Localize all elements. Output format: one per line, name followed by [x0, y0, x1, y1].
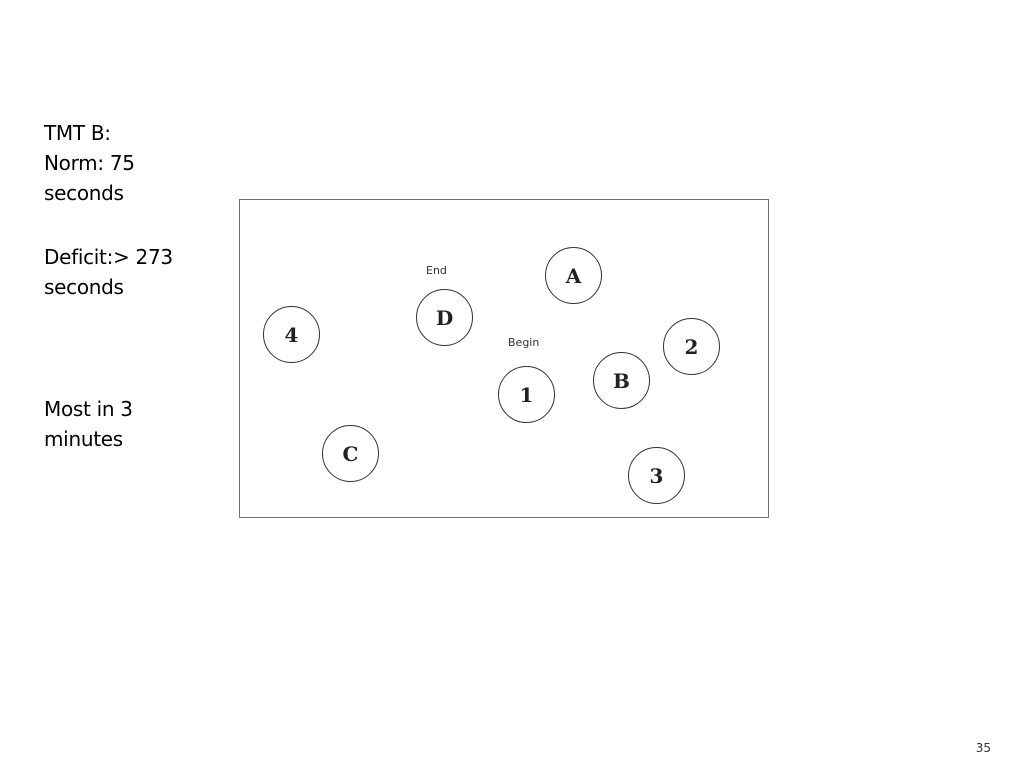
note-most: Most in 3: [44, 397, 133, 421]
note-deficit: Deficit:> 273: [44, 245, 173, 269]
slide-notes: TMT B: Norm: 75 seconds Deficit:> 273 se…: [44, 118, 224, 454]
end-label: End: [426, 264, 447, 277]
circle-1: 1: [498, 366, 555, 423]
trail-making-test-figure: End Begin A D 4 2 B 1 C 3: [239, 199, 769, 518]
circle-4: 4: [263, 306, 320, 363]
note-title: TMT B:: [44, 121, 111, 145]
page-number: 35: [975, 741, 991, 755]
circle-2: 2: [663, 318, 720, 375]
circle-a: A: [545, 247, 602, 304]
circle-b: B: [593, 352, 650, 409]
circle-3: 3: [628, 447, 685, 504]
circle-d: D: [416, 289, 473, 346]
spacer: [44, 208, 224, 242]
begin-label: Begin: [508, 336, 540, 349]
note-most-unit: minutes: [44, 427, 123, 451]
note-norm-unit: seconds: [44, 181, 124, 205]
note-deficit-unit: seconds: [44, 275, 124, 299]
circle-c: C: [322, 425, 379, 482]
spacer: [44, 302, 224, 394]
note-norm: Norm: 75: [44, 151, 135, 175]
